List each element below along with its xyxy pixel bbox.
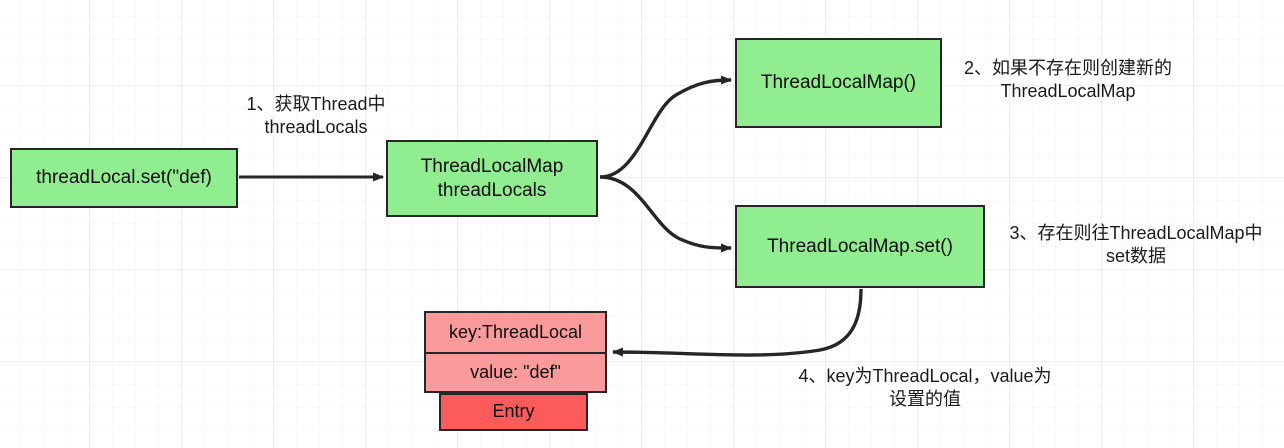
node-threadlocal-set[interactable]: threadLocal.set("def): [10, 148, 238, 208]
entry-name-label[interactable]: Entry: [439, 393, 588, 431]
entry-key-cell: key:ThreadLocal: [448, 322, 583, 342]
edge-map-set-to-entry: [612, 288, 863, 357]
edge-threadlocals-to-map-set: [599, 175, 732, 253]
node-threadlocalmap-threadlocals[interactable]: ThreadLocalMap threadLocals: [386, 140, 598, 217]
annotation-step-2: 2、如果不存在则创建新的 ThreadLocalMap: [963, 58, 1172, 102]
edge-threadlocals-to-new-map: [599, 75, 732, 179]
annotation-step-1: 1、获取Thread中 threadLocals: [246, 94, 386, 138]
entry-table[interactable]: key:ThreadLocal value: "def": [424, 311, 607, 393]
annotation-step-4: 4、key为ThreadLocal，value为 设置的值: [798, 366, 1052, 410]
node-threadlocalmap-constructor[interactable]: ThreadLocalMap(): [735, 38, 942, 128]
entry-value-cell: value: "def": [426, 352, 605, 391]
node-threadlocalmap-set[interactable]: ThreadLocalMap.set(): [735, 205, 985, 288]
annotation-step-3: 3、存在则往ThreadLocalMap中 set数据: [1009, 223, 1263, 267]
